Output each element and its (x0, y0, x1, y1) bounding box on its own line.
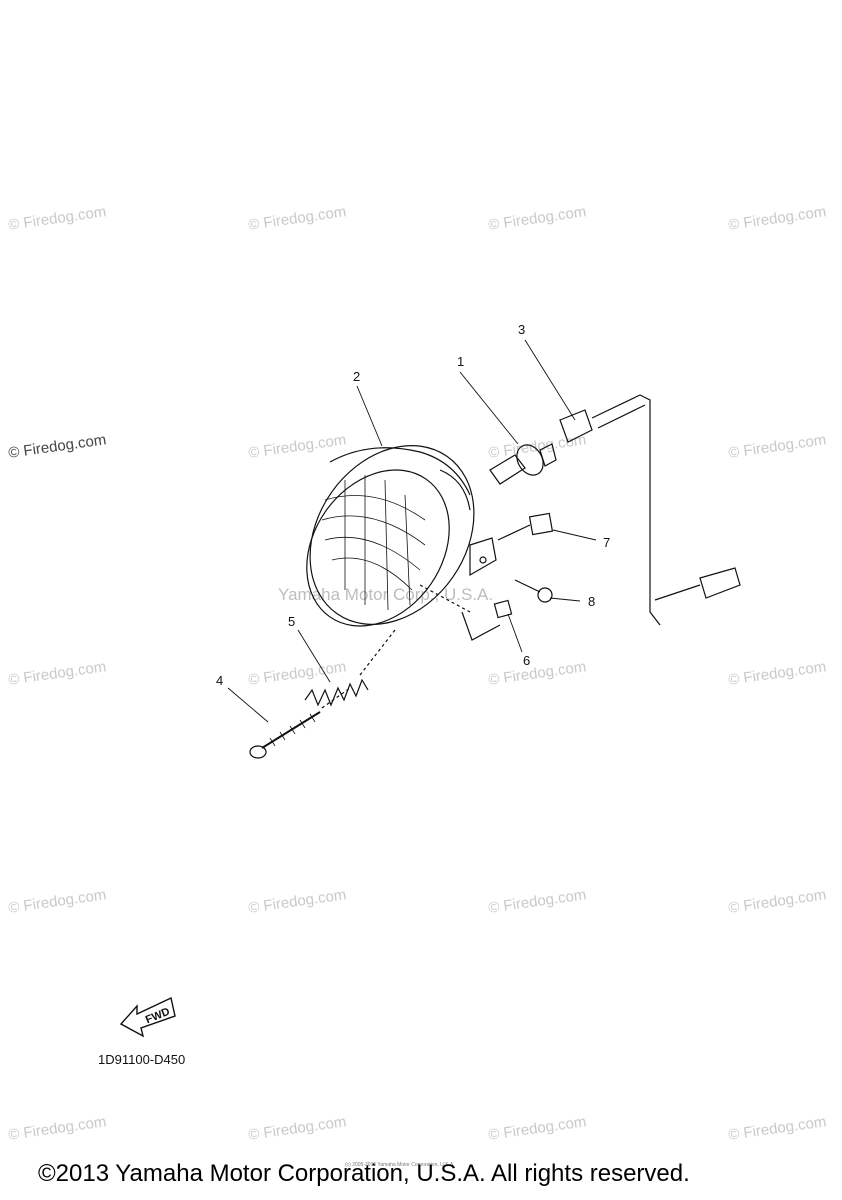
yamaha-watermark: Yamaha Motor Corp., U.S.A. (278, 585, 494, 604)
callout-2: 2 (353, 369, 361, 384)
callout-5: 5 (288, 614, 296, 629)
callout-7: 7 (603, 535, 611, 550)
callout-3: 3 (518, 322, 526, 337)
tiny-copyright: (c) 2005-2015 Yamaha Motor Corporation, … (345, 1162, 455, 1168)
callout-4: 4 (216, 673, 224, 688)
headlight-bulb[interactable] (489, 440, 557, 485)
callout-6: 6 (523, 653, 531, 668)
wire-harness[interactable] (559, 394, 741, 626)
headlight-housing[interactable] (276, 414, 507, 656)
callout-8: 8 (588, 594, 596, 609)
nut[interactable] (493, 599, 513, 619)
copyright-notice: ©2013 Yamaha Motor Corporation, U.S.A. A… (38, 1160, 690, 1187)
clip-nut[interactable] (528, 512, 554, 536)
screw[interactable] (514, 579, 553, 603)
callout-1: 1 (457, 354, 465, 369)
adjuster-spring[interactable] (304, 678, 369, 707)
forward-arrow-icon: FWD (115, 990, 185, 1045)
diagram-code: 1D91100-D450 (98, 1052, 186, 1067)
adjuster-bolt[interactable] (249, 711, 321, 759)
